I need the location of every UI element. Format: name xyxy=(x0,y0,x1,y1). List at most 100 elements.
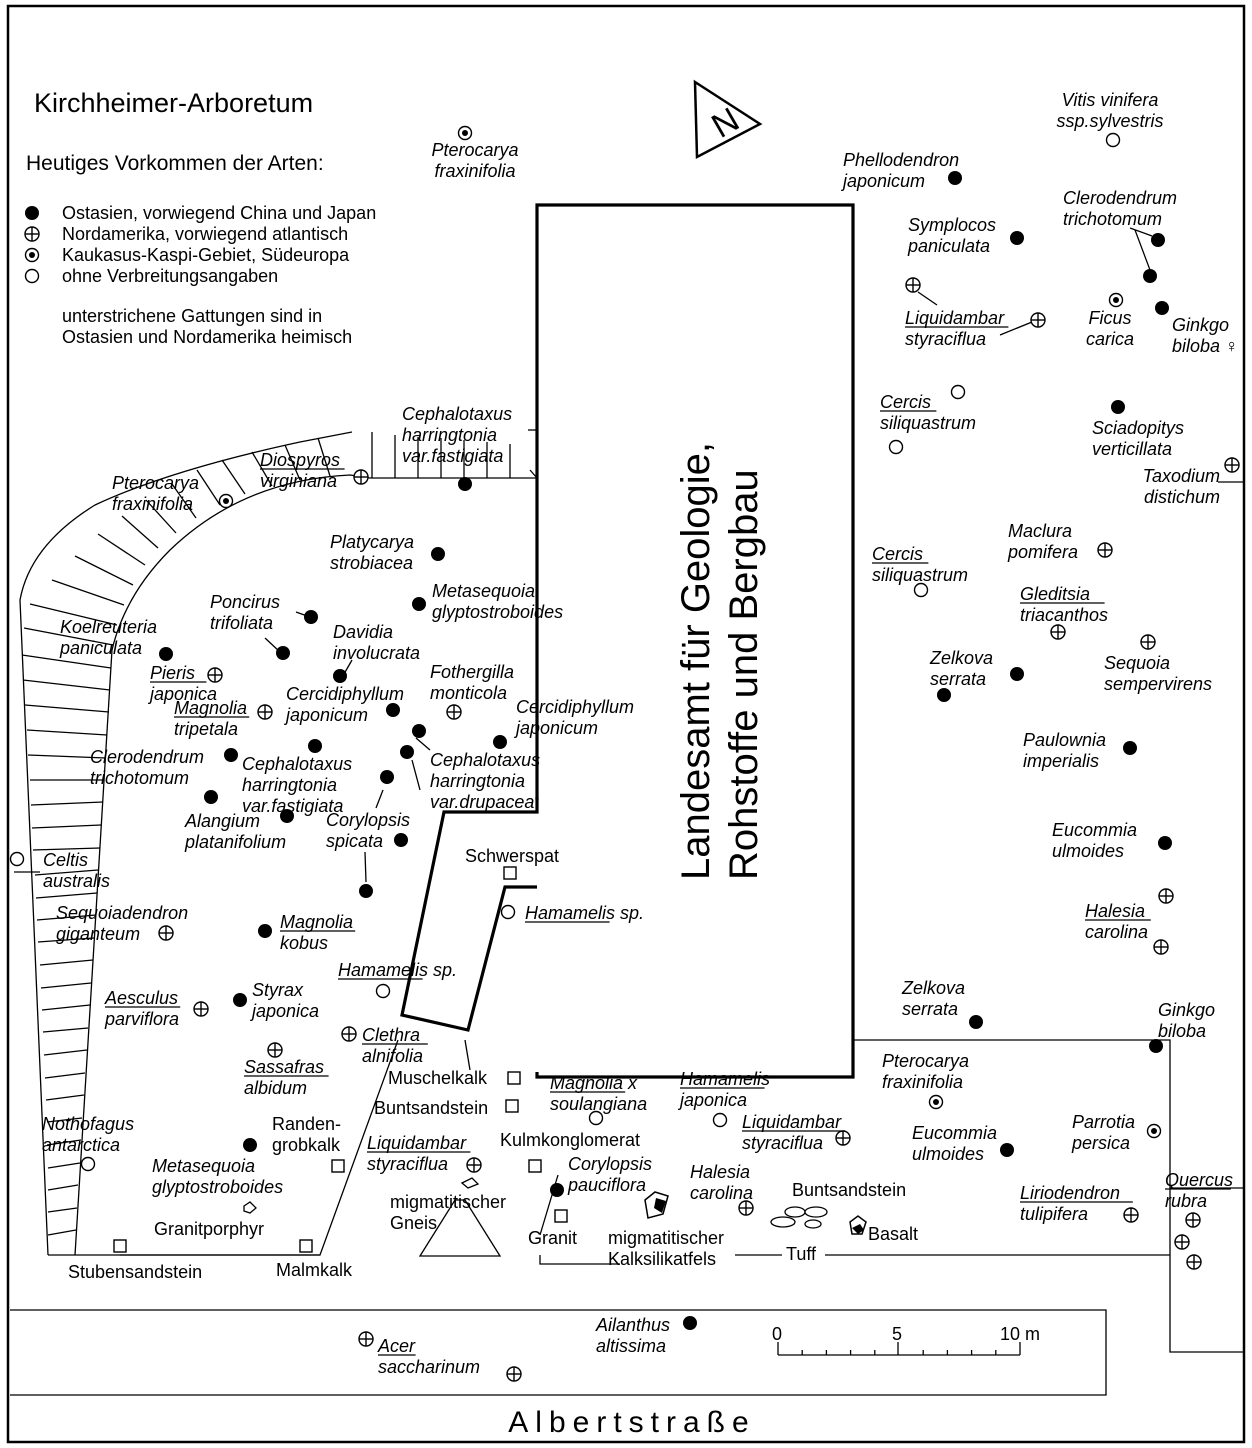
label-line: Quercus xyxy=(1165,1170,1233,1190)
legend-note: unterstrichene Gattungen sind in xyxy=(62,306,322,326)
filled-dot-icon xyxy=(1111,400,1125,414)
label-line: carica xyxy=(1086,329,1134,349)
label-line: siliquastrum xyxy=(880,413,976,433)
label-line: Sciadopitys xyxy=(1092,418,1184,438)
hatch-line xyxy=(145,499,177,534)
label-line: pauciflora xyxy=(567,1175,646,1195)
hatch-line xyxy=(24,704,110,713)
label-line: Platycarya xyxy=(330,532,414,552)
legend-circle-dot-icon xyxy=(24,247,40,263)
hatch-line xyxy=(46,1117,83,1123)
circle-plus-icon xyxy=(193,1001,209,1017)
circle-plus-icon xyxy=(1186,1254,1202,1270)
circle-plus-icon xyxy=(738,1200,754,1216)
hatch-line xyxy=(32,847,101,851)
scale-label: 5 xyxy=(892,1324,902,1344)
legend-item-label: Nordamerika, vorwiegend atlantisch xyxy=(62,224,348,244)
label-line: Alangium xyxy=(184,811,260,831)
label-line: Vitis vinifera xyxy=(1062,90,1159,110)
filled-dot-icon xyxy=(386,703,400,717)
label-line: harringtonia xyxy=(242,775,337,795)
hatch-line xyxy=(47,1229,77,1236)
hatch-line xyxy=(37,937,95,943)
hatch-line xyxy=(121,515,159,549)
filled-dot-icon xyxy=(1151,233,1165,247)
label-line: Hamamelis sp. xyxy=(525,903,644,923)
filled-dot-icon xyxy=(233,993,247,1007)
map-frame xyxy=(6,4,1246,1444)
filled-dot-icon xyxy=(276,646,290,660)
rock-label: Tuff xyxy=(786,1244,817,1264)
label-line: var.fastigiata xyxy=(242,796,343,816)
filled-dot-icon xyxy=(948,171,962,185)
species-label: Hamamelis sp. xyxy=(525,903,644,923)
label-line: Basalt xyxy=(868,1224,918,1244)
label-line: Davidia xyxy=(333,622,393,642)
hatch-line xyxy=(23,627,114,646)
legend: Ostasien, vorwiegend China und Japan Nor… xyxy=(24,203,376,347)
circle-plus-icon xyxy=(1140,634,1156,650)
label-line: Stubensandstein xyxy=(68,1262,202,1282)
label-line: Liriodendron xyxy=(1020,1183,1120,1203)
label-line: Magnolia xyxy=(280,912,353,932)
label-line: glyptostroboides xyxy=(432,602,563,622)
rock-label: Randen-grobkalk xyxy=(272,1114,341,1155)
label-line: Clerodendrum xyxy=(1063,188,1177,208)
hatch-line xyxy=(35,892,98,899)
label-line: involucrata xyxy=(333,643,420,663)
label-line: Pieris xyxy=(150,663,195,683)
label-line: Hamamelis sp. xyxy=(338,960,457,980)
legend-item-label: ohne Verbreitungsangaben xyxy=(62,266,278,286)
label-line: Ailanthus xyxy=(595,1315,670,1335)
circle-plus-icon xyxy=(353,469,369,485)
label-line: japonicum xyxy=(513,718,598,738)
label-line: Zelkova xyxy=(901,978,965,998)
hatch-line xyxy=(46,1139,82,1146)
filled-dot-icon xyxy=(304,610,318,624)
circle-plus-icon xyxy=(358,1331,374,1347)
hatch-line xyxy=(45,1094,85,1101)
label-line: Cephalotaxus xyxy=(430,750,540,770)
label-line: Maclura xyxy=(1008,521,1072,541)
circle-plus-icon xyxy=(506,1366,522,1382)
label-line: alnifolia xyxy=(362,1046,423,1066)
circle-plus-icon xyxy=(835,1130,851,1146)
rock-label: Kulmkonglomerat xyxy=(500,1130,640,1150)
hatch-line xyxy=(29,603,118,626)
label-line: Phellodendron xyxy=(843,150,959,170)
circle-dot-icon xyxy=(218,493,234,509)
label-line: Tuff xyxy=(786,1244,817,1264)
label-line: migmatitischer xyxy=(608,1228,724,1248)
label-line: Aesculus xyxy=(104,988,178,1008)
open-circle-icon xyxy=(712,1112,728,1128)
open-circle-icon xyxy=(375,983,391,999)
circle-plus-icon xyxy=(1158,888,1174,904)
label-line: Halesia xyxy=(1085,901,1145,921)
label-line: monticola xyxy=(430,683,507,703)
label-line: grobkalk xyxy=(272,1135,341,1155)
label-line: australis xyxy=(43,871,110,891)
legend-heading: Heutiges Vorkommen der Arten: xyxy=(26,152,324,175)
label-line: Magnolia x xyxy=(550,1073,638,1093)
label-line: giganteum xyxy=(56,924,140,944)
label-line: Sequoia xyxy=(1104,653,1170,673)
label-line: Cephalotaxus xyxy=(242,754,352,774)
